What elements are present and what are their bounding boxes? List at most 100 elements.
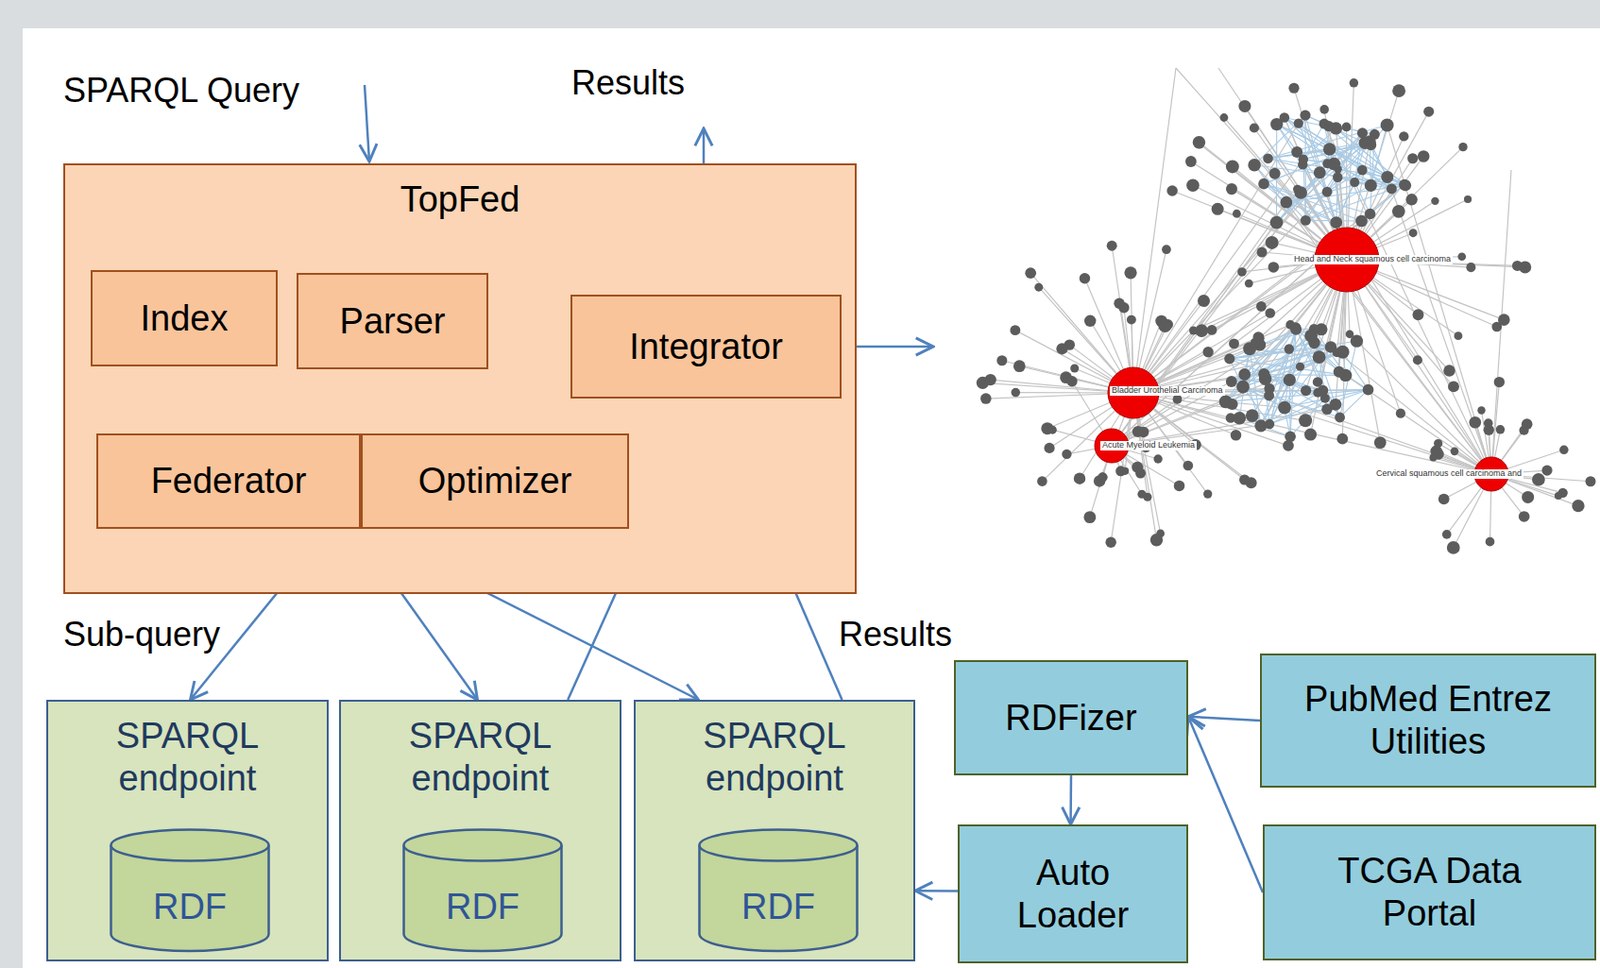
node-label: Head and Neck squamous cell carcinoma (1292, 255, 1453, 265)
graph-dot (1043, 442, 1055, 454)
node-text: Auto Loader (992, 851, 1154, 937)
node-text: RDF (153, 885, 227, 929)
graph-link (1284, 118, 1335, 165)
graph-dot (1380, 118, 1395, 132)
graph-dot (1211, 203, 1225, 216)
graph-dot (1203, 489, 1212, 498)
system-box: TopFedIndexParserFederatorOptimizerInteg… (63, 163, 857, 595)
graph-link (1133, 68, 1176, 393)
graph-dot (1323, 142, 1336, 155)
graph-dot (1333, 366, 1345, 378)
graph-link (1229, 358, 1326, 399)
graph-dot (1349, 177, 1360, 188)
graph-dot (1245, 476, 1258, 489)
graph-dot (1123, 266, 1137, 279)
component-box: Federator (96, 433, 361, 529)
graph-dot (1518, 260, 1532, 273)
graph-dot (1219, 394, 1233, 409)
graph-dot (1429, 453, 1437, 461)
graph-dot (1407, 153, 1418, 164)
component-box: Optimizer (360, 433, 630, 529)
endpoint-box: SPARQL endpointRDF (339, 699, 622, 962)
graph-link (1276, 163, 1328, 222)
process-box: RDFizer (953, 660, 1189, 776)
graph-dot (1312, 350, 1327, 364)
process-box: TCGA Data Portal (1262, 824, 1597, 961)
flow-label: SPARQL Query (63, 71, 300, 110)
graph-dot (1244, 279, 1254, 289)
node-text: SPARQL endpoint (84, 714, 292, 800)
process-box: PubMed Entrez Utilities (1259, 653, 1597, 788)
graph-dot (1364, 179, 1378, 192)
graph-dot (1202, 346, 1213, 358)
graph-dot (1225, 183, 1238, 195)
graph-dot (1463, 195, 1472, 204)
graph-dot (1327, 157, 1342, 171)
graph-link (1268, 158, 1356, 183)
graph-dot (1083, 510, 1096, 524)
graph-dot (1013, 359, 1026, 373)
graph-link (1356, 340, 1492, 475)
graph-dot (1284, 343, 1294, 354)
graph-dot (1313, 166, 1327, 179)
graph-dot (1079, 272, 1090, 284)
graph-dot (1173, 394, 1183, 405)
graph-dot (1399, 179, 1412, 191)
graph-dot (1115, 465, 1126, 477)
graph-dot (1232, 209, 1242, 219)
graph-dot (1457, 252, 1466, 261)
graph-dot (1329, 216, 1343, 229)
flow-label: Results (571, 64, 685, 103)
graph-dot (1357, 165, 1368, 176)
graph-dot (1279, 196, 1293, 209)
graph-link (1218, 68, 1492, 475)
graph-link (1269, 398, 1326, 425)
graph-link (1298, 123, 1328, 193)
graph-dot (1398, 131, 1409, 141)
graph-link (1276, 124, 1406, 187)
graph-dot (980, 392, 992, 405)
graph-dot (1061, 449, 1072, 460)
graph-dot (1355, 215, 1368, 228)
node-label: Acute Myeloid Leukemia (1100, 441, 1197, 451)
graph-link (1231, 381, 1492, 475)
graph-dot (1257, 247, 1268, 258)
node-text: PubMed Entrez Utilities (1272, 678, 1584, 764)
graph-dot (1304, 428, 1317, 442)
graph-dot (1349, 78, 1359, 87)
graph-dot (1433, 439, 1443, 448)
database-cylinder: RDF (402, 828, 563, 952)
graph-dot (1334, 412, 1345, 424)
graph-dot (1232, 411, 1246, 426)
graph-dot (1443, 364, 1455, 376)
graph-dot (1450, 447, 1460, 457)
graph-dot (1554, 492, 1563, 500)
endpoint-box: SPARQL endpointRDF (46, 699, 329, 962)
graph-dot (1249, 122, 1260, 133)
graph-dot (1153, 454, 1162, 463)
graph-dot (1497, 313, 1511, 326)
graph-dot (1238, 368, 1251, 381)
graph-link (1387, 124, 1492, 475)
graph-link (1354, 182, 1406, 186)
graph-dot (1465, 262, 1476, 273)
graph-dot (1321, 404, 1333, 416)
graph-dot (1298, 154, 1309, 165)
graph-dot (1137, 490, 1146, 499)
graph-link (1254, 115, 1306, 166)
graph-dot (1284, 430, 1296, 443)
graph-dot (1277, 401, 1292, 415)
graph-dot (1126, 315, 1137, 325)
graph-dot (1392, 84, 1406, 98)
graph-dot (1186, 178, 1200, 192)
node-text: Integrator (629, 325, 783, 369)
graph-dot (1430, 197, 1439, 205)
graph-dot (1412, 355, 1423, 365)
node-text: Index (140, 297, 229, 341)
graph-dot (1174, 480, 1186, 493)
graph-dot (1412, 308, 1425, 321)
graph-link (1225, 327, 1296, 403)
graph-dot (1106, 240, 1118, 252)
graph-dot (1483, 425, 1495, 436)
flow-arrow (1188, 716, 1263, 893)
